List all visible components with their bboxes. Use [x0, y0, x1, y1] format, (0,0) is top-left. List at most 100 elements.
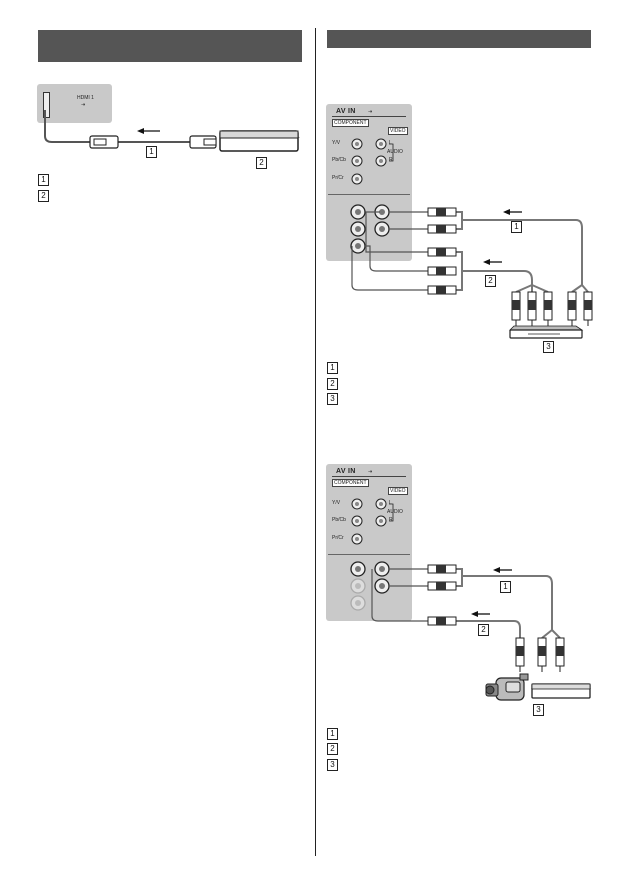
audio-label: AUDIO [387, 509, 403, 515]
legend-item-1: 1 [327, 362, 338, 374]
tv-av-panel-2: AV IN ⇥ COMPONENT VIDEO Y/V L AUDIO Pb/C… [326, 464, 412, 621]
rca-jack-icon [351, 515, 363, 527]
input-icon: ⇥ [81, 102, 86, 108]
video-cable-bundle [456, 251, 533, 291]
rca-jack-icon [350, 578, 366, 594]
audio-label: AUDIO [387, 149, 403, 155]
hdmi-cable [44, 110, 90, 143]
component-label: COMPONENT [332, 119, 369, 127]
rca-jack-icon [350, 595, 366, 611]
av-section-header [327, 30, 591, 48]
rca-plug-icon [427, 224, 457, 234]
rca-plug-icon [427, 581, 457, 591]
legend-item-1: 1 [38, 174, 49, 186]
external-device-icon [531, 683, 591, 699]
rca-plug-icon [427, 616, 457, 626]
video-cable-bundle [456, 620, 521, 638]
legend-item-1: 1 [327, 728, 338, 740]
rca-jack-icon [375, 138, 387, 150]
rca-plug-icon [515, 637, 525, 672]
av-in-title: AV IN [336, 468, 356, 475]
direction-arrow-icon [503, 209, 522, 215]
direction-arrow-icon [483, 259, 502, 265]
video-cable [365, 245, 428, 272]
video-cable [371, 569, 428, 622]
l-label: L [389, 500, 392, 506]
video-cable [351, 246, 428, 291]
av-in-title: AV IN [336, 108, 356, 115]
column-divider [315, 28, 316, 856]
rca-plug-icon [543, 291, 553, 326]
callout-3: 3 [543, 341, 554, 353]
legend-item-2: 2 [327, 743, 338, 755]
input-icon: ⇥ [368, 109, 373, 115]
input-icon: ⇥ [368, 469, 373, 475]
rca-jack-icon [351, 173, 363, 185]
tv-hdmi-panel: HDMI 1 ⇥ [37, 84, 112, 123]
l-label: L [389, 140, 392, 146]
pb-label: Pb/Cb [332, 157, 346, 163]
callout-2: 2 [485, 275, 496, 287]
direction-arrow-icon [137, 128, 160, 134]
rca-jack-icon [375, 155, 387, 167]
direction-arrow-icon [471, 611, 490, 617]
rca-jack-icon [375, 515, 387, 527]
pr-label: Pr/Cr [332, 535, 344, 541]
direction-arrow-icon [493, 567, 512, 573]
y-label: Y/V [332, 140, 341, 146]
rca-plug-icon [427, 285, 457, 295]
r-label: R [389, 157, 393, 163]
rca-plug-icon [567, 291, 577, 326]
rca-plug-icon [555, 637, 565, 672]
video-label: VIDEO [388, 487, 408, 495]
component-label: COMPONENT [332, 479, 369, 487]
r-label: R [389, 517, 393, 523]
callout-2: 2 [256, 157, 267, 169]
legend-item-2: 2 [38, 190, 49, 202]
rca-jack-icon [350, 221, 366, 237]
hdmi-plug-icon [189, 135, 217, 149]
callout-3: 3 [533, 704, 544, 716]
hdmi-port-label: HDMI 1 [77, 95, 94, 101]
rca-plug-icon [583, 291, 593, 326]
rca-jack-icon [374, 561, 390, 577]
y-label: Y/V [332, 500, 341, 506]
legend-item-2: 2 [327, 378, 338, 390]
callout-2: 2 [478, 624, 489, 636]
rca-jack-icon [351, 138, 363, 150]
rca-plug-icon [427, 207, 457, 217]
legend-item-3: 3 [327, 759, 338, 771]
audio-cable-bundle [456, 568, 553, 630]
rca-jack-icon [350, 204, 366, 220]
rca-jack-icon [351, 533, 363, 545]
rca-jack-icon [374, 578, 390, 594]
audio-cable-bundle [456, 211, 583, 285]
callout-1: 1 [146, 146, 157, 158]
pr-label: Pr/Cr [332, 175, 344, 181]
rca-plug-icon [427, 564, 457, 574]
rca-plug-icon [427, 266, 457, 276]
callout-1: 1 [511, 221, 522, 233]
rca-jack-icon [350, 561, 366, 577]
legend-item-3: 3 [327, 393, 338, 405]
dvd-player-icon [509, 325, 584, 339]
hdmi-port [43, 92, 50, 118]
rca-plug-icon [527, 291, 537, 326]
video-cable [365, 211, 428, 253]
rca-jack-icon [375, 498, 387, 510]
video-label: VIDEO [388, 127, 408, 135]
rca-plug-icon [511, 291, 521, 326]
rca-plug-icon [427, 247, 457, 257]
hdmi-plug-icon [89, 135, 119, 149]
rca-jack-icon [351, 498, 363, 510]
callout-1: 1 [500, 581, 511, 593]
rca-plug-icon [537, 637, 547, 672]
camcorder-icon [485, 673, 529, 701]
pb-label: Pb/Cb [332, 517, 346, 523]
tv-av-panel-1: AV IN ⇥ COMPONENT VIDEO Y/V L AUDIO Pb/C… [326, 104, 412, 261]
hdmi-section-header [38, 30, 302, 62]
external-device-icon [219, 130, 300, 152]
